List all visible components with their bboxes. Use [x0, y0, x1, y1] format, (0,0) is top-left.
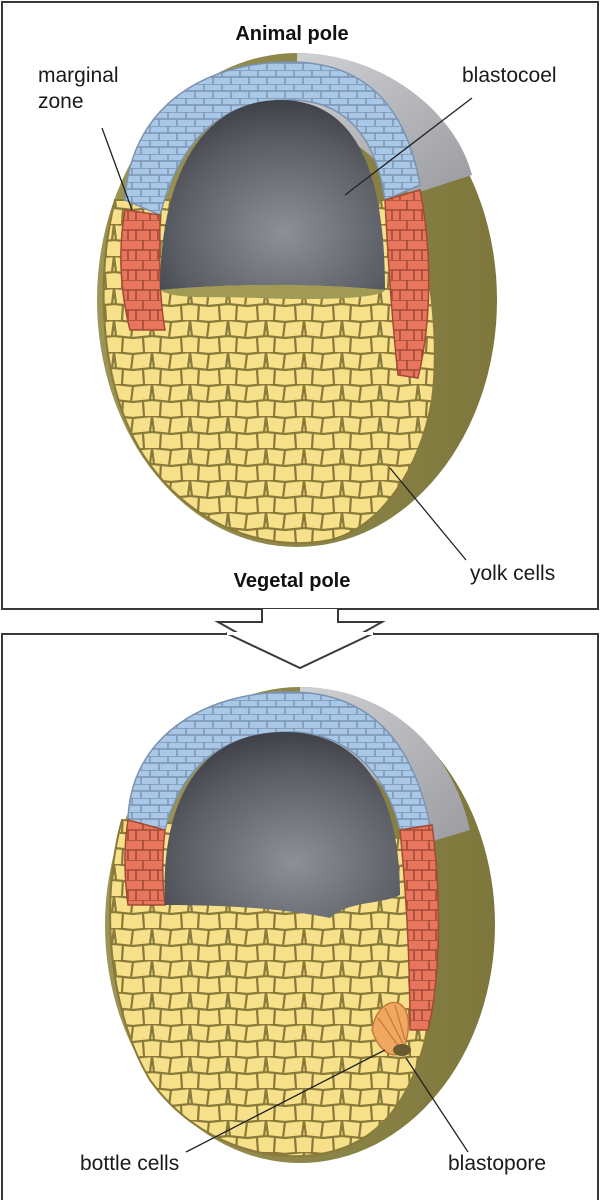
marginal-zone-right-bottom [399, 824, 440, 1031]
bottle-cells-label: bottle cells [80, 1152, 179, 1175]
transition-arrow-tip [225, 632, 375, 670]
blastocoel-leader [344, 97, 473, 196]
blastocoel-label: blastocoel [462, 64, 557, 87]
blastopore-label: blastopore [448, 1152, 546, 1175]
bottle-cells-leader [185, 1049, 386, 1153]
marginal-zone-label-line2: zone [38, 90, 84, 113]
marginal-zone-left [120, 209, 166, 331]
embryo-bottom [105, 687, 495, 1163]
marginal-zone-right [384, 189, 430, 379]
yolk-cells-leader [389, 467, 467, 561]
blastocoel-cavity-bottom [164, 732, 400, 918]
blastopore-opening [393, 1044, 411, 1056]
blastocoel-floor [160, 285, 385, 300]
marginal-zone-left-bottom [124, 819, 166, 906]
yolk-cells-label: yolk cells [470, 562, 555, 585]
animal-pole-label: Animal pole [235, 23, 348, 45]
vegetal-pole-label: Vegetal pole [234, 570, 351, 592]
blastopore-leader [405, 1057, 469, 1153]
bottle-cells [371, 1001, 410, 1056]
marginal-zone-leader [101, 127, 133, 211]
marginal-zone-label-line1: marginal [38, 64, 119, 87]
embryo-top [97, 53, 497, 547]
blastocoel-cavity [160, 100, 385, 290]
